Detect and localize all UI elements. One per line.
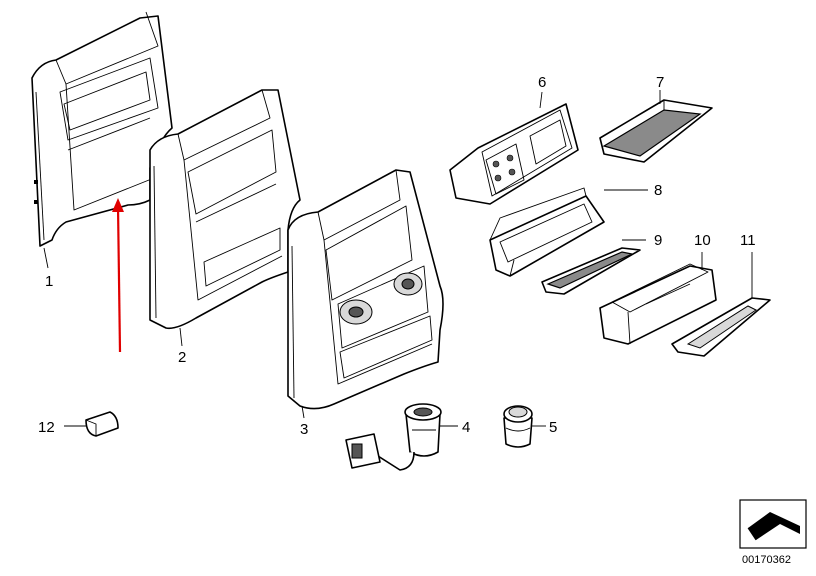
callout-5: 5 [549,419,557,436]
callout-9: 9 [654,232,662,249]
reference-number: 00170362 [742,554,791,566]
callout-1: 1 [45,273,53,290]
part-5-plug [503,405,533,448]
part-11-cover-plate [671,297,771,357]
part-9-grille [541,247,641,295]
red-indicator-arrow [112,198,124,353]
callout-10: 10 [694,232,711,249]
callout-3: 3 [300,421,308,438]
reference-symbol-icon [748,512,800,540]
callout-6: 6 [538,74,546,91]
part-4-socket-with-cable [345,403,442,471]
part-6-tray [449,103,579,205]
part-12-cap [85,411,119,437]
callout-11: 11 [740,232,756,249]
callout-2: 2 [178,349,186,366]
callout-4: 4 [462,419,470,436]
part-10-storage-box [599,263,717,345]
part-3-trim-panel [287,169,444,410]
part-7-mesh-cover [599,99,713,163]
callout-8: 8 [654,182,662,199]
callout-7: 7 [656,74,664,91]
part-8-bracket [489,187,605,277]
part-2-trim-panel [149,89,301,330]
callout-12: 12 [38,419,55,436]
reference-box [739,499,807,549]
leader-lines [43,90,753,427]
